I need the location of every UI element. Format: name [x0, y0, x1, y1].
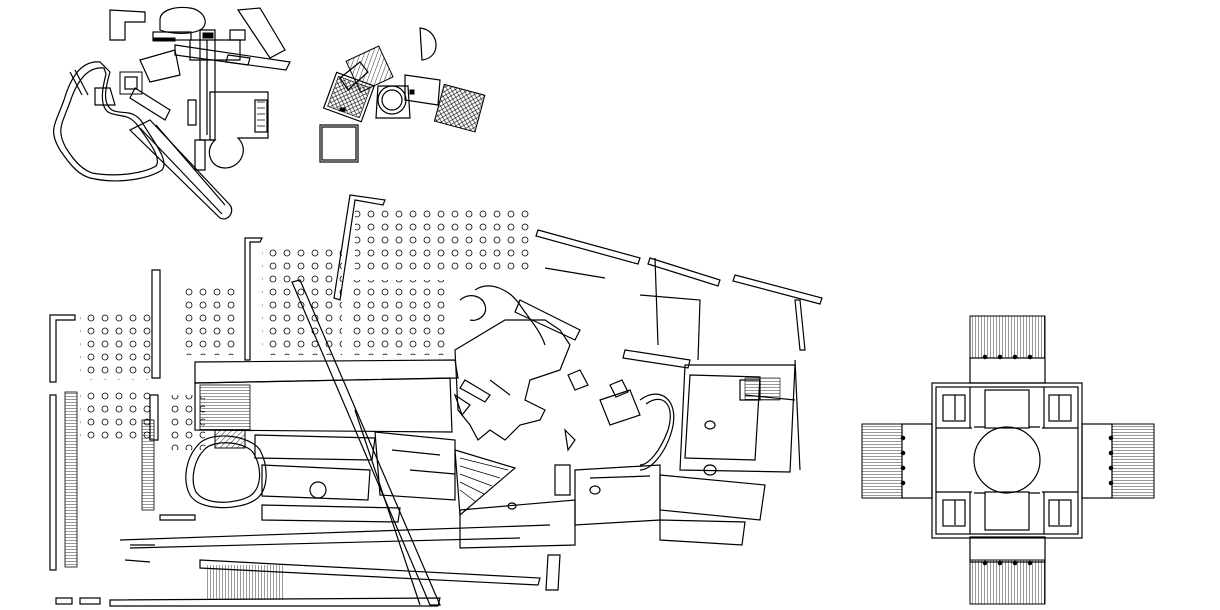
villa-plan-upper-left — [53, 6, 291, 220]
villa-rotonda-plan — [861, 315, 1155, 605]
site-masterplan — [49, 194, 823, 607]
pavilion-cluster-plan — [319, 27, 486, 163]
